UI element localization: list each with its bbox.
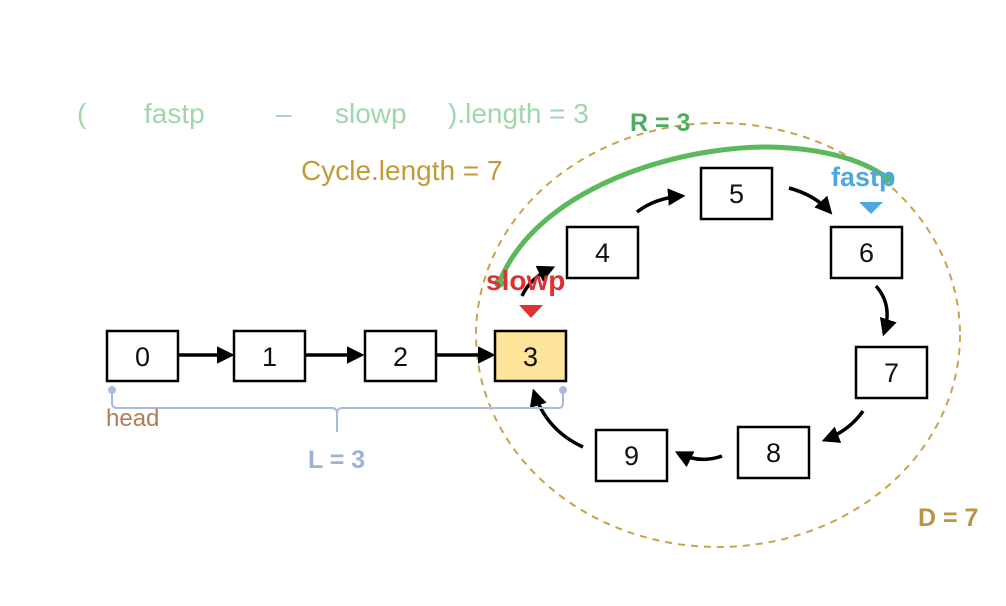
fastp-pointer-icon xyxy=(859,202,883,214)
r-arc-end-dot xyxy=(882,173,892,183)
node-label: 2 xyxy=(393,342,408,372)
node-label: 4 xyxy=(595,238,610,268)
node-label: 1 xyxy=(262,342,277,372)
node-label: 9 xyxy=(624,441,639,471)
slowp-label: slowp xyxy=(486,265,565,296)
formula-slowp: slowp xyxy=(335,98,407,129)
arrow-7-8 xyxy=(821,409,865,443)
node-label: 3 xyxy=(523,342,538,372)
node-4: 4 xyxy=(565,225,640,280)
node-label: 6 xyxy=(859,238,874,268)
formula-minus: – xyxy=(276,98,292,129)
node-1: 1 xyxy=(232,329,307,383)
arrow-5-6 xyxy=(788,186,833,215)
r-label: R = 3 xyxy=(630,109,690,137)
node-3: 3 xyxy=(493,329,568,383)
formula-fastp: fastp xyxy=(144,98,205,129)
cycle-circle xyxy=(475,122,961,548)
l-brace xyxy=(111,390,564,432)
node-5: 5 xyxy=(699,166,774,221)
arrow-3-4 xyxy=(520,265,556,297)
slowp-pointer-icon xyxy=(519,305,543,318)
node-label: 8 xyxy=(766,438,781,468)
node-label: 7 xyxy=(884,358,899,388)
l-brace-dot-right xyxy=(559,386,567,394)
l-label: L = 3 xyxy=(308,446,365,474)
node-8: 8 xyxy=(736,425,811,480)
node-0: 0 xyxy=(105,329,180,383)
node-label: 0 xyxy=(135,342,150,372)
cycle-length-label: Cycle.length = 7 xyxy=(301,155,503,186)
r-arc-start-dot xyxy=(494,278,504,288)
formula-open-paren: ( xyxy=(77,98,87,129)
node-label: 5 xyxy=(729,179,744,209)
node-9: 9 xyxy=(594,428,669,483)
node-2: 2 xyxy=(363,329,438,383)
r-arc xyxy=(496,144,890,286)
head-label: head xyxy=(106,405,159,432)
arrow-6-7 xyxy=(874,284,897,337)
l-brace-dot-left xyxy=(108,386,116,394)
arrow-8-9 xyxy=(674,451,723,468)
node-6: 6 xyxy=(829,225,904,280)
arrow-4-5 xyxy=(635,188,686,214)
formula-length: ).length = 3 xyxy=(448,98,589,129)
node-7: 7 xyxy=(854,345,929,400)
d-label: D = 7 xyxy=(918,504,978,532)
arrow-9-3 xyxy=(529,388,584,449)
fastp-label: fastp xyxy=(831,162,896,192)
